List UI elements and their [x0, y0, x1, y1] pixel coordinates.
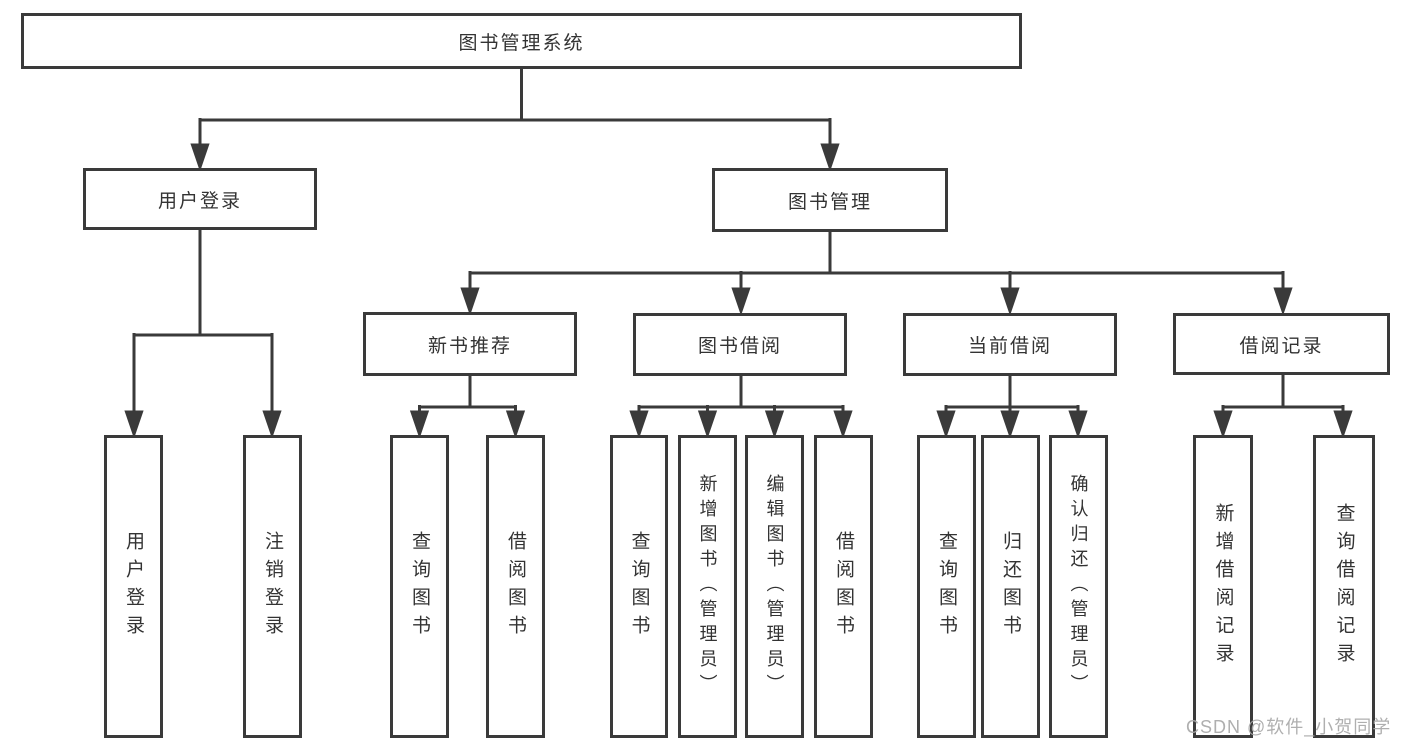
arrowhead-icon — [629, 410, 649, 439]
leaf-add-borrow-record: 新增借阅记录 — [1193, 435, 1253, 738]
node-label: 用户登录 — [123, 530, 144, 643]
arrowhead-icon — [409, 410, 430, 439]
leaf-confirm-return-admin: 确认归还（管理员） — [1049, 435, 1108, 738]
leaf-logout: 注销登录 — [243, 435, 302, 738]
node-label: 编辑图书（管理员） — [764, 474, 785, 699]
leaf-query-books-borrow: 查询图书 — [610, 435, 668, 738]
node-label: 查询图书 — [409, 530, 430, 643]
node-label: 查询借阅记录 — [1333, 502, 1355, 671]
node-label: 新书推荐 — [427, 335, 512, 357]
arrowhead-icon — [505, 410, 526, 439]
arrowhead-icon — [262, 410, 282, 439]
leaf-query-borrow-record: 查询借阅记录 — [1313, 435, 1375, 738]
arrowhead-icon — [764, 410, 785, 439]
node-label: 查询图书 — [936, 530, 957, 643]
node-label: 图书借阅 — [697, 336, 782, 357]
arrowhead-icon — [1068, 410, 1088, 439]
arrowhead-icon — [820, 143, 840, 172]
leaf-return-books: 归还图书 — [981, 435, 1040, 738]
node-user-login: 用户登录 — [83, 168, 317, 230]
node-label: 借阅图书 — [505, 530, 526, 643]
node-label: 用户登录 — [157, 190, 242, 212]
leaf-query-books-current: 查询图书 — [917, 435, 976, 738]
arrowhead-icon — [1000, 410, 1020, 439]
arrowhead-icon — [1213, 410, 1233, 439]
arrowhead-icon — [1333, 410, 1353, 439]
node-label: 新增图书（管理员） — [697, 474, 718, 699]
node-label: 归还图书 — [1000, 530, 1021, 643]
node-book-borrow: 图书借阅 — [633, 313, 847, 376]
arrowhead-icon — [936, 410, 956, 439]
leaf-add-books-admin: 新增图书（管理员） — [678, 435, 737, 738]
node-label: 确认归还（管理员） — [1068, 474, 1089, 699]
leaf-query-books-recommend: 查询图书 — [390, 435, 449, 738]
arrowhead-icon — [124, 410, 144, 439]
node-borrow-records: 借阅记录 — [1173, 313, 1390, 375]
node-label: 图书管理 — [787, 191, 872, 213]
arrowhead-icon — [731, 287, 751, 316]
node-label: 当前借阅 — [967, 336, 1052, 357]
node-label: 借阅图书 — [833, 530, 854, 643]
node-label: 查询图书 — [628, 530, 650, 643]
leaf-edit-books-admin: 编辑图书（管理员） — [745, 435, 804, 738]
node-current-borrow: 当前借阅 — [903, 313, 1117, 376]
csdn-watermark: CSDN @软件_小贺同学 — [1186, 717, 1392, 737]
arrowhead-icon — [1000, 287, 1020, 316]
leaf-user-login: 用户登录 — [104, 435, 163, 738]
node-label: 图书管理系统 — [458, 32, 585, 54]
arrowhead-icon — [460, 287, 480, 316]
arrowhead-icon — [1273, 287, 1293, 316]
arrowhead-icon — [833, 410, 853, 439]
node-label: 新增借阅记录 — [1212, 502, 1234, 671]
node-root-library-system: 图书管理系统 — [21, 13, 1022, 69]
node-book-management: 图书管理 — [712, 168, 948, 232]
node-label: 借阅记录 — [1239, 335, 1324, 357]
arrowhead-icon — [190, 143, 210, 172]
leaf-borrow-books-recommend: 借阅图书 — [486, 435, 545, 738]
arrowhead-icon — [697, 410, 718, 439]
leaf-borrow-books: 借阅图书 — [814, 435, 873, 738]
node-label: 注销登录 — [262, 530, 283, 643]
node-new-book-recommend: 新书推荐 — [363, 312, 577, 376]
